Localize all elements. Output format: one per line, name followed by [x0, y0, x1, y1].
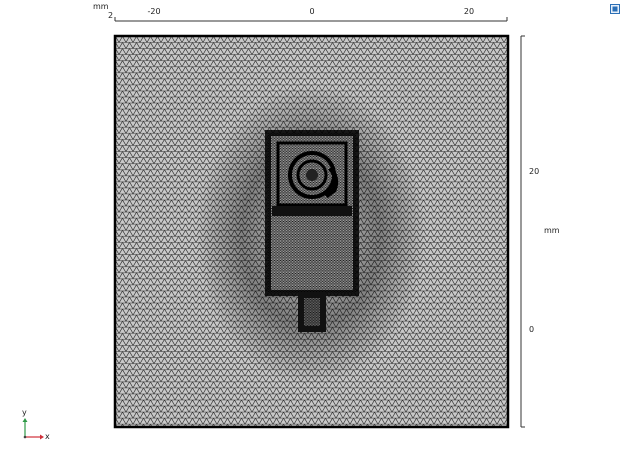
- coil-feature-inner: [306, 169, 318, 181]
- x-tick-label: -20: [147, 7, 161, 16]
- x-unit-label: mm: [93, 2, 109, 11]
- x-tick-label: 20: [463, 7, 475, 16]
- x-unit-exponent: 2: [108, 11, 114, 20]
- y-tick-label: 0: [529, 325, 535, 334]
- domain-frame: [113, 34, 510, 429]
- triad-x-label: x: [45, 432, 50, 441]
- lower-chamber: [278, 218, 346, 284]
- x-tick-label: 0: [309, 7, 315, 16]
- view-toggle-icon[interactable]: [610, 4, 620, 14]
- triad-y-label: y: [22, 408, 27, 417]
- y-tick-label: 20: [529, 167, 540, 176]
- coordinate-triad: [22, 418, 44, 440]
- y-unit-label: mm: [544, 226, 560, 235]
- coil-feature-mid: [296, 159, 328, 191]
